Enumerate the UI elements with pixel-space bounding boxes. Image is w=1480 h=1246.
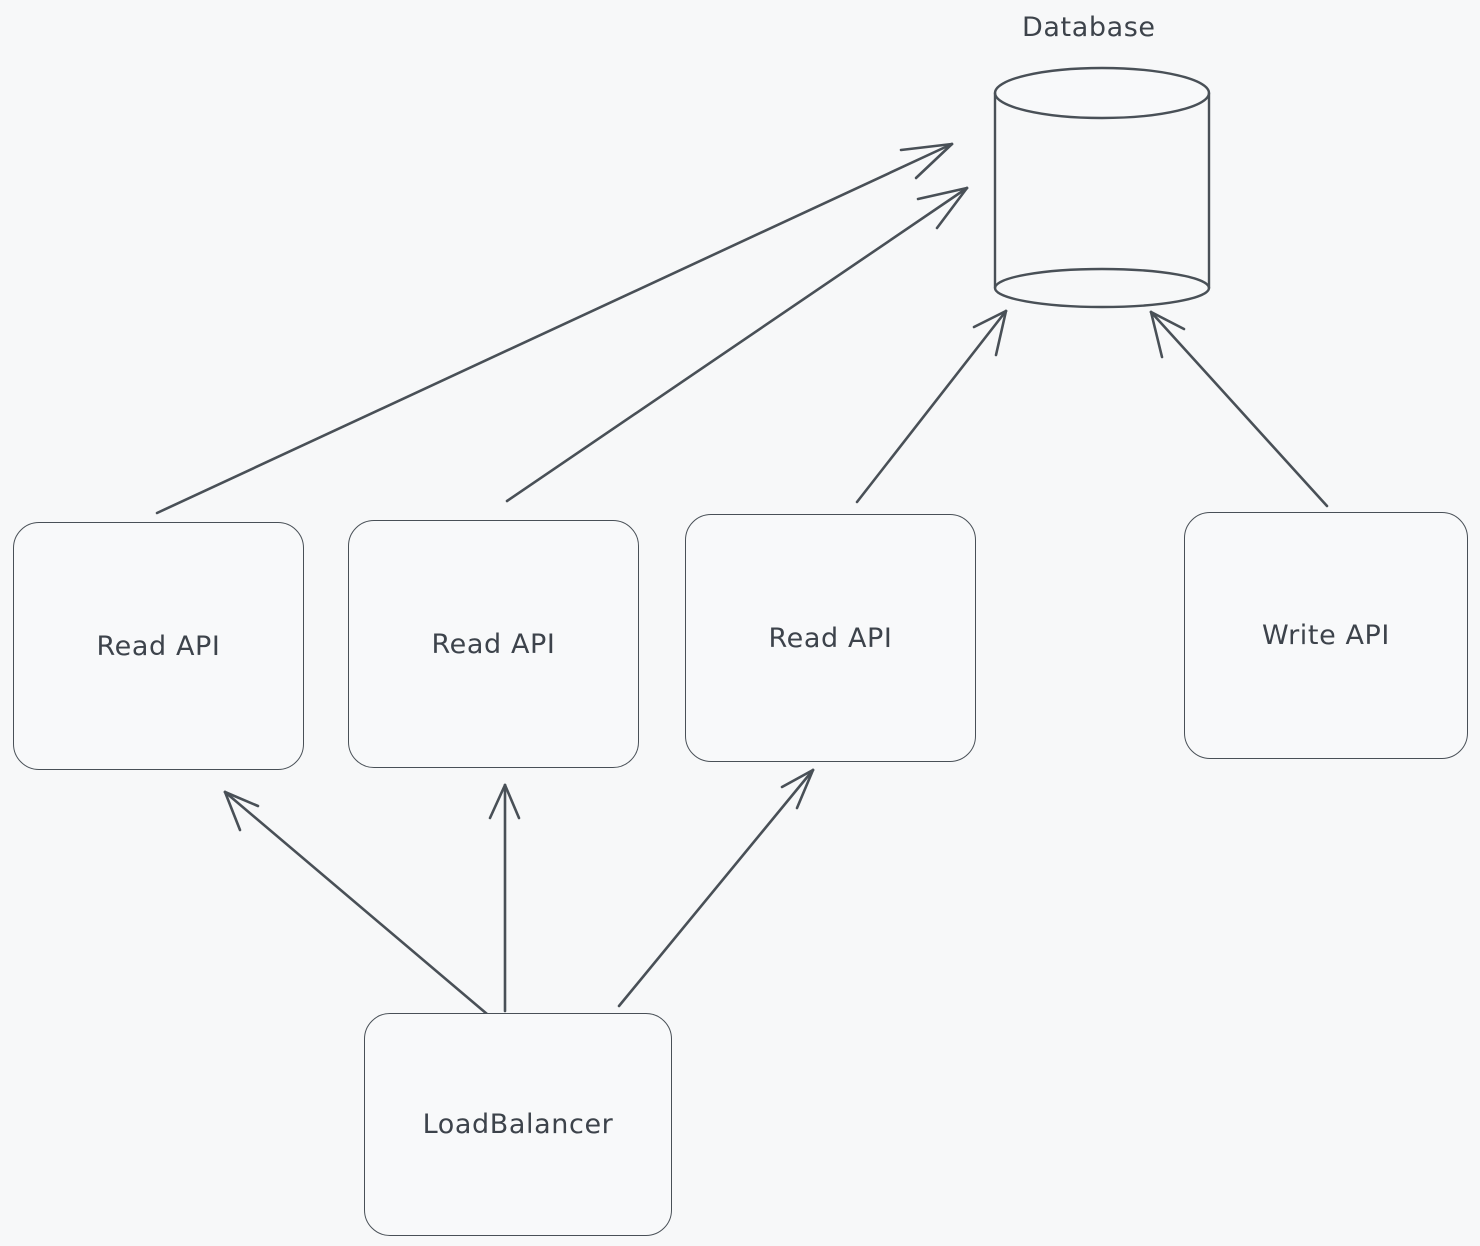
edge-load-balancer-to-read-api-2 — [488, 783, 521, 1013]
node-read-api-1-label: Read API — [96, 630, 221, 662]
node-read-api-2[interactable]: Read API — [348, 520, 639, 768]
node-read-api-1[interactable]: Read API — [13, 522, 304, 770]
edge-load-balancer-to-read-api-3 — [617, 768, 815, 1008]
database-cylinder-shape — [993, 66, 1211, 309]
node-load-balancer-label: LoadBalancer — [422, 1109, 614, 1140]
node-write-api-label: Write API — [1262, 620, 1390, 651]
node-write-api[interactable]: Write API — [1184, 512, 1468, 759]
edge-read-api-1-to-database — [155, 142, 954, 515]
edge-load-balancer-to-read-api-1 — [223, 790, 489, 1016]
node-read-api-3[interactable]: Read API — [685, 514, 976, 762]
node-read-api-2-label: Read API — [431, 628, 556, 660]
edge-read-api-2-to-database — [505, 186, 969, 503]
database-label: Database — [1022, 12, 1156, 43]
node-load-balancer[interactable]: LoadBalancer — [364, 1013, 672, 1236]
edge-read-api-3-to-database — [855, 309, 1008, 504]
edge-write-api-to-database — [1149, 310, 1329, 508]
node-read-api-3-label: Read API — [768, 622, 893, 654]
